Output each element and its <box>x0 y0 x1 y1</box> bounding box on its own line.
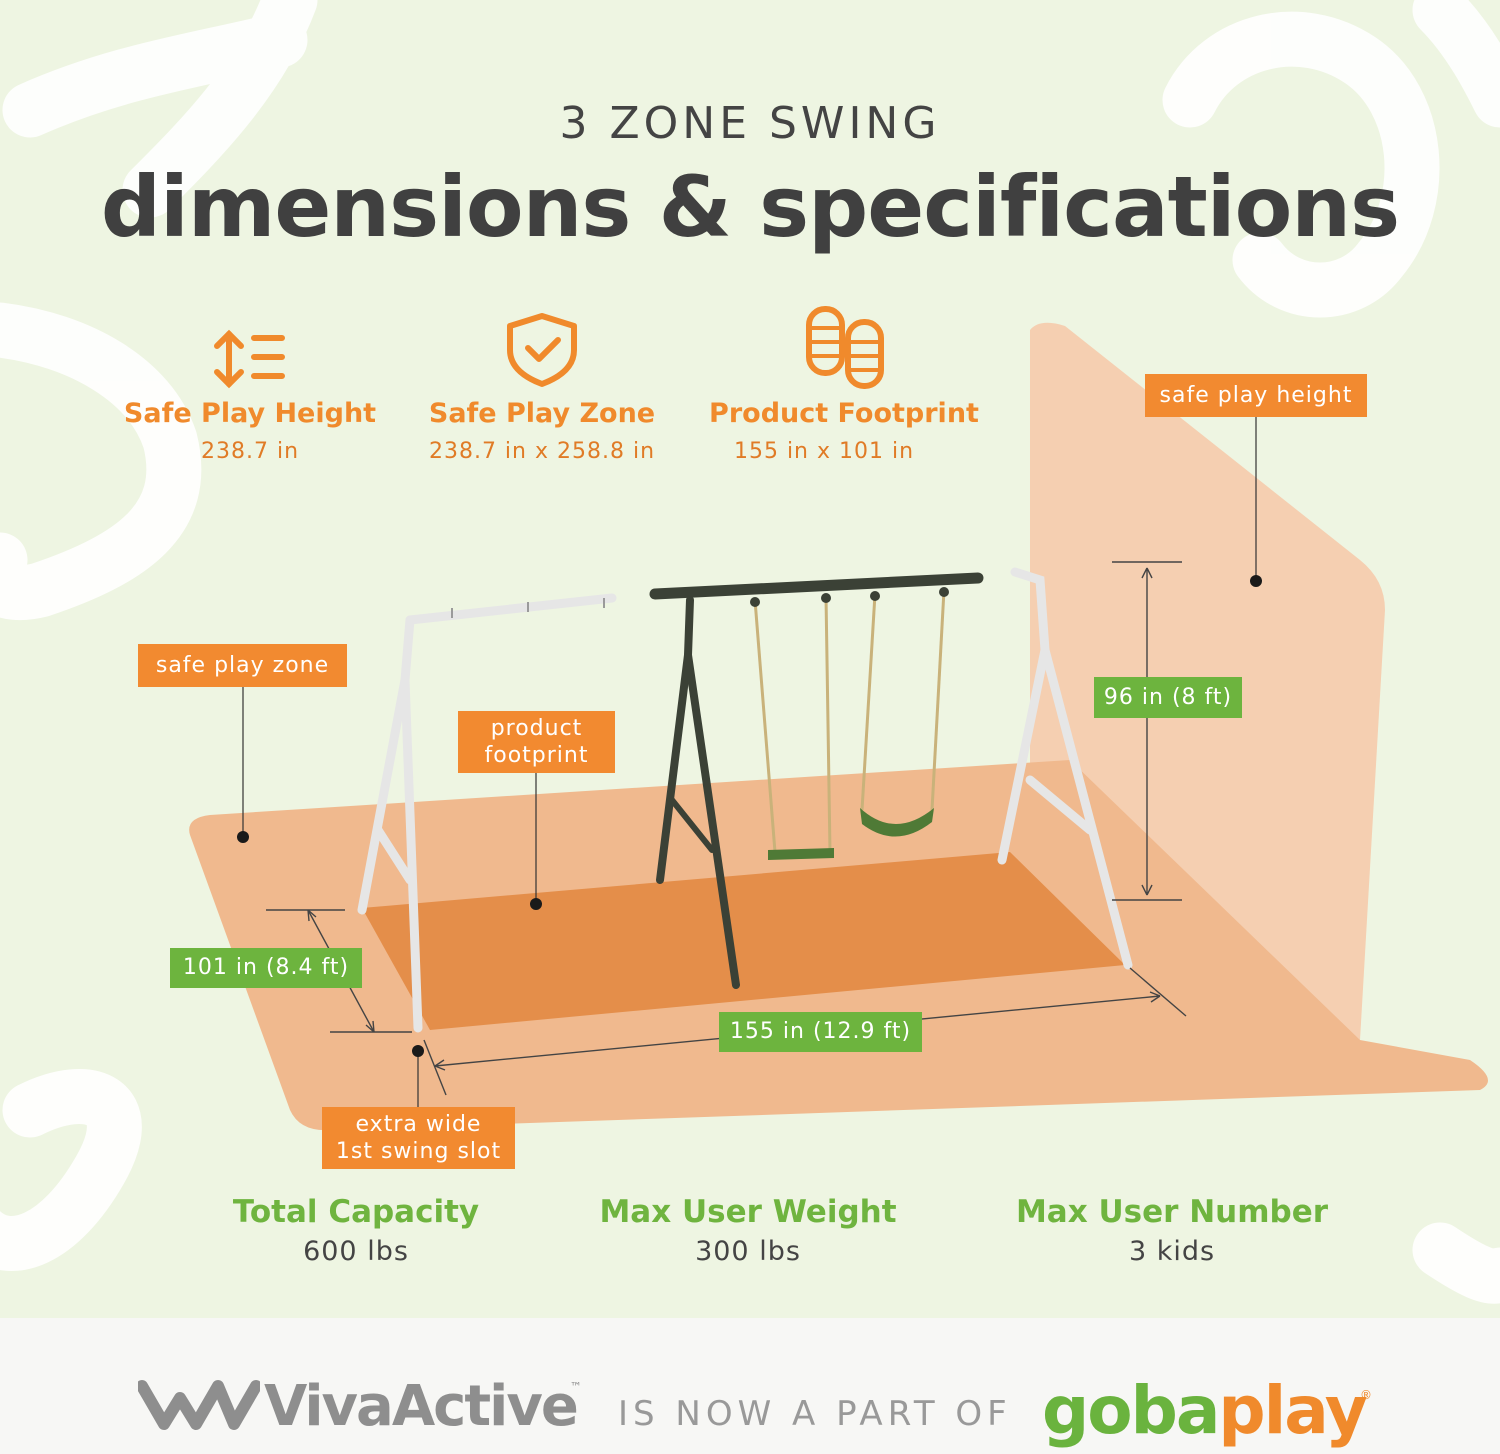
gobaplay-logo-goba: goba <box>1042 1372 1220 1449</box>
spec-value-safe-play-zone: 238.7 in x 258.8 in <box>428 439 656 464</box>
left-frame-hooks <box>451 598 605 618</box>
gobaplay-logo-play: play <box>1218 1372 1367 1449</box>
vivaactive-logo: VivaActive <box>264 1374 579 1439</box>
spec-label-safe-play-height: Safe Play Height <box>123 398 377 429</box>
extra-wide-slot-tag: extra wide 1st swing slot <box>322 1107 515 1169</box>
spec-value-product-footprint: 155 in x 101 in <box>733 439 915 464</box>
stat-value-max-user-weight: 300 lbs <box>695 1236 801 1267</box>
trademark-mark: ™ <box>570 1380 582 1394</box>
registered-mark: ® <box>1360 1388 1372 1402</box>
stat-value-max-user-number: 3 kids <box>1128 1236 1216 1267</box>
width-dimension-tag: 155 in (12.9 ft) <box>719 1012 922 1052</box>
spec-value-safe-play-height: 238.7 in <box>200 439 300 464</box>
belt-swing-seat <box>860 808 934 837</box>
flat-swing-seat <box>768 848 834 860</box>
footer-joiner-text: IS NOW A PART OF <box>618 1394 1012 1434</box>
page-subtitle: 3 ZONE SWING <box>559 98 941 149</box>
spec-label-product-footprint: Product Footprint <box>709 398 979 429</box>
product-footprint-area <box>362 852 1125 1030</box>
shield-check-icon <box>507 313 577 387</box>
stat-label-total-capacity: Total Capacity <box>232 1194 480 1230</box>
safe-play-height-tag: safe play height <box>1145 374 1367 417</box>
page-title: dimensions & specifications <box>100 158 1400 256</box>
stat-value-total-capacity: 600 lbs <box>303 1236 409 1267</box>
height-dimension-tag: 96 in (8 ft) <box>1094 677 1242 718</box>
left-swing-frame <box>357 593 617 1033</box>
leader-dots <box>237 575 1262 1057</box>
footprints-icon <box>806 306 884 389</box>
stat-label-max-user-number: Max User Number <box>1015 1194 1329 1230</box>
product-footprint-tag-line2: footprint <box>484 743 589 768</box>
height-arrows-icon <box>214 329 285 389</box>
right-swing-frame <box>997 567 1133 970</box>
swing-chains <box>753 589 946 853</box>
vivaactive-logo-mark-icon <box>138 1380 260 1430</box>
depth-dimension-tag: 101 in (8.4 ft) <box>170 948 362 988</box>
stat-label-max-user-weight: Max User Weight <box>599 1194 897 1230</box>
extra-wide-slot-tag-line1: extra wide <box>355 1112 482 1137</box>
dark-swing-frame <box>649 572 984 989</box>
leader-lines <box>242 416 1257 1108</box>
spec-label-safe-play-zone: Safe Play Zone <box>428 398 656 429</box>
extra-wide-slot-tag-line2: 1st swing slot <box>335 1139 502 1164</box>
product-footprint-tag-line1: product <box>490 716 583 741</box>
safe-play-zone-tag: safe play zone <box>138 644 347 687</box>
gobaplay-logo: gobaplay <box>1042 1372 1368 1449</box>
chain-hooks <box>750 587 949 607</box>
decorative-scribbles <box>0 0 1500 1304</box>
product-footprint-tag: product footprint <box>458 711 615 773</box>
